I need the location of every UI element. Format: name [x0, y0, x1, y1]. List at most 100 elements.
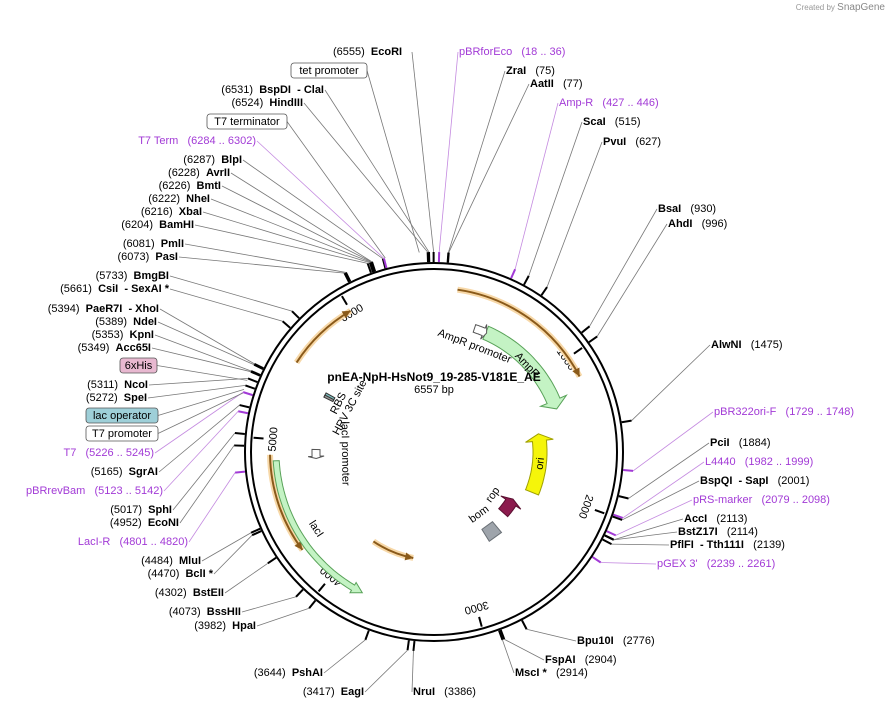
site-label-fspai[interactable]: FspAI (2904): [545, 654, 617, 666]
site-label-bsai[interactable]: BsaI (930): [658, 203, 716, 215]
site-label-eagi[interactable]: (3417) EagI: [303, 686, 364, 698]
site-label-bmgbi[interactable]: (5733) BmgBI: [96, 270, 169, 282]
primer-label-l4440[interactable]: L4440 (1982 .. 1999): [705, 456, 813, 468]
site-mark-amp-r: [510, 268, 517, 279]
primer-label-t7[interactable]: T7 (5226 .. 5245): [63, 447, 154, 459]
site-label-bspdi[interactable]: (6531) BspDI - ClaI: [221, 84, 324, 96]
box-t7-terminator[interactable]: [206, 113, 288, 130]
feature-label-bom: bom: [467, 503, 491, 525]
feature-lacI[interactable]: [272, 460, 364, 594]
site-label-ecori[interactable]: (6555) EcoRI: [333, 46, 402, 58]
feature-ori[interactable]: [524, 433, 554, 496]
site-label-pmli[interactable]: (6081) PmlI: [123, 238, 184, 250]
site-leader-scai: [528, 121, 583, 276]
feature-bom[interactable]: [481, 521, 503, 542]
site-mark-bmgbi: [291, 310, 300, 319]
site-label-bsshii[interactable]: (4073) BssHII: [169, 606, 241, 618]
site-label-spei[interactable]: (5272) SpeI: [86, 392, 147, 404]
feature-lacI-promoter[interactable]: [307, 448, 325, 460]
site-label-ncoi[interactable]: (5311) NcoI: [87, 379, 148, 391]
box-label-6xhis: 6xHis: [125, 360, 153, 372]
site-leader-ecori: [411, 51, 435, 253]
box-tet-promoter[interactable]: [290, 62, 368, 79]
site-leader-spei: [147, 385, 246, 399]
site-label-bspqi[interactable]: BspQI - SapI (2001): [700, 475, 809, 487]
site-label-ahdi[interactable]: AhdI (996): [668, 218, 727, 230]
site-label-blpi[interactable]: (6287) BlpI: [183, 154, 242, 166]
site-label-pvui[interactable]: PvuI (627): [603, 136, 661, 148]
site-label-pflfi[interactable]: PflFI - Tth111I (2139): [670, 539, 785, 551]
site-leader-nhei: [210, 198, 372, 263]
site-mark-blpi: [381, 258, 387, 269]
site-label-msci[interactable]: MscI * (2914): [515, 667, 588, 679]
site-label-bamhi[interactable]: (6204) BamHI: [121, 219, 194, 231]
site-label-ndei[interactable]: (5389) NdeI: [95, 316, 157, 328]
site-label-bpu10i[interactable]: Bpu10I (2776): [577, 635, 655, 647]
site-label-bmti[interactable]: (6226) BmtI: [159, 180, 221, 192]
site-leader-zrai: [447, 70, 506, 253]
box-label-t7-promoter: T7 promoter: [92, 428, 152, 440]
site-leader-blpi: [242, 159, 384, 259]
site-leader-pshai: [323, 639, 366, 674]
site-label-bsteii[interactable]: (4302) BstEII: [155, 587, 224, 599]
site-label-csii[interactable]: (5661) CsiI - SexAI *: [60, 283, 170, 295]
site-mark-sphi: [234, 432, 245, 435]
site-label-acci[interactable]: AccI (2113): [684, 513, 747, 525]
site-label-econi[interactable]: (4952) EcoNI: [110, 517, 179, 529]
primer-label-pbr322ori-f[interactable]: pBR322ori-F (1729 .. 1748): [714, 406, 854, 418]
plasmid-size: 6557 bp: [414, 384, 454, 396]
site-leader-ahdi: [596, 223, 668, 337]
site-label-pcii[interactable]: PciI (1884): [710, 437, 771, 449]
site-label-bcli[interactable]: (4470) BclI *: [148, 568, 214, 580]
site-label-mlui[interactable]: (4484) MluI: [141, 555, 201, 567]
box-leader-6xhis: [156, 365, 248, 381]
site-leader-pmli: [184, 243, 346, 273]
orf-2-halo: [294, 308, 353, 365]
site-label-avrii[interactable]: (6228) AvrII: [168, 167, 230, 179]
primer-label-prs-marker[interactable]: pRS-marker (2079 .. 2098): [693, 494, 830, 506]
site-mark-eagi: [406, 640, 410, 651]
site-label-hindiii[interactable]: (6524) HindIII: [231, 97, 303, 109]
primer-label-laci-r[interactable]: LacI-R (4801 .. 4820): [78, 536, 188, 548]
box-t7-promoter[interactable]: [85, 425, 159, 442]
primer-label-pbrforeco[interactable]: pBRforEco (18 .. 36): [459, 46, 565, 58]
site-label-scai[interactable]: ScaI (515): [583, 116, 641, 128]
site-label-aatii[interactable]: AatII (77): [530, 78, 583, 90]
feature-AmpR[interactable]: [482, 325, 568, 410]
site-label-pshai[interactable]: (3644) PshAI: [254, 667, 323, 679]
site-label-sgrai[interactable]: (5165) SgrAI: [91, 466, 158, 478]
site-mark-bsshii: [295, 588, 304, 598]
feature-AmpR-promoter[interactable]: [472, 323, 488, 340]
site-leader-nrui: [411, 650, 414, 693]
site-label-nrui[interactable]: NruI (3386): [413, 686, 476, 698]
site-label-nhei[interactable]: (6222) NheI: [148, 193, 210, 205]
site-leader-pasi: [178, 256, 345, 274]
site-mark-msci: [498, 630, 504, 641]
feature-RBS[interactable]: [323, 394, 335, 403]
site-label-kpni[interactable]: (5353) KpnI: [92, 329, 154, 341]
site-mark-xbai: [368, 262, 374, 273]
site-leader-pcii: [628, 442, 710, 499]
primer-label-pgex-3[interactable]: pGEX 3' (2239 .. 2261): [657, 558, 775, 570]
box-label-t7-terminator: T7 terminator: [214, 116, 280, 128]
feature-label-rop: rop: [484, 485, 503, 505]
snapgene-credit: Created by SnapGene: [796, 2, 885, 13]
feature-rop[interactable]: [498, 495, 522, 518]
site-label-sphi[interactable]: (5017) SphI: [110, 504, 172, 516]
site-label-pasi[interactable]: (6073) PasI: [117, 251, 178, 263]
primer-label-t7-term[interactable]: T7 Term (6284 .. 6302): [138, 135, 256, 147]
primer-label-amp-r[interactable]: Amp-R (427 .. 446): [559, 97, 659, 109]
site-label-hpai[interactable]: (3982) HpaI: [194, 620, 256, 632]
site-mark-pflfi: [602, 538, 612, 546]
site-label-paer7i[interactable]: (5394) PaeR7I - XhoI: [48, 303, 159, 315]
primer-label-pbrrevbam[interactable]: pBRrevBam (5123 .. 5142): [26, 485, 163, 497]
box-lac-operator[interactable]: [85, 407, 159, 424]
site-label-acc65i[interactable]: (5349) Acc65I: [78, 342, 151, 354]
site-label-zrai[interactable]: ZraI (75): [506, 65, 555, 77]
site-leader-alwni: [631, 344, 711, 421]
site-label-bstz17i[interactable]: BstZ17I (2114): [678, 526, 758, 538]
site-label-xbai[interactable]: (6216) XbaI: [141, 206, 202, 218]
site-label-alwni[interactable]: AlwNI (1475): [711, 339, 783, 351]
box-6xhis[interactable]: [119, 357, 158, 374]
